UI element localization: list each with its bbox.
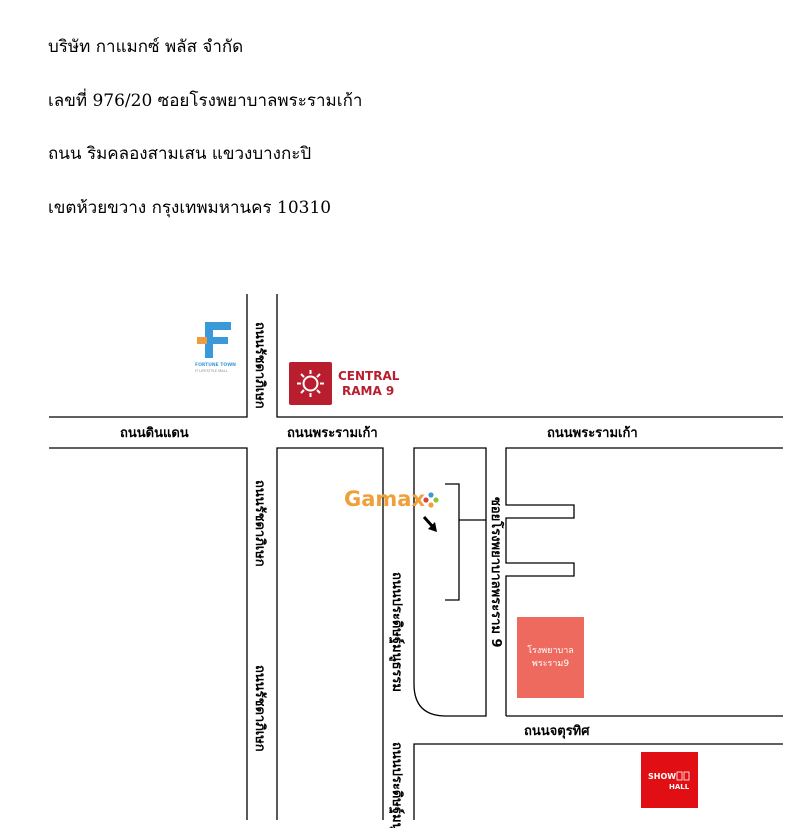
show-dc-hall-block: SHOW HALL <box>641 752 698 808</box>
gamax-dot-icon <box>433 497 439 503</box>
show-dc-mark-icon <box>683 771 690 781</box>
hospital-label-1: โรงพยาบาล <box>527 645 574 656</box>
fortune-town-name: FORTUNE TOWN <box>195 362 236 368</box>
road-label-din-daeng: ถนนดินแดน <box>120 426 189 441</box>
central-logo-icon <box>302 375 319 392</box>
road-edge <box>276 447 384 820</box>
gamax-dot-icon <box>423 497 429 503</box>
address-road-district: ถนน ริมคลองสามเสน แขวงบางกะปิ <box>48 144 312 164</box>
gamax-dot-icon <box>428 502 434 508</box>
road-edge <box>49 447 248 820</box>
rama9-hospital-block: โรงพยาบาล พระราม9 <box>517 617 584 698</box>
hospital-area <box>517 617 584 698</box>
road-edge <box>413 447 487 717</box>
central-branch: RAMA 9 <box>342 384 394 398</box>
road-label-pradit-manutham-2: ถนนประดิษฐ์มนูธรรม <box>388 742 405 828</box>
road-label-pradit-manutham: ถนนประดิษฐ์มนูธรรม <box>388 572 405 692</box>
central-name: CENTRAL <box>338 369 400 383</box>
gamax-dot-icon <box>428 492 434 498</box>
address-province-postcode: เขตห้วยขวาง กรุงเทพมหานคร 10310 <box>48 198 332 218</box>
fortune-logo-stem <box>205 322 213 358</box>
show-dc-mark-icon <box>676 771 683 781</box>
fortune-town-tagline: IT LIFESTYLE MALL <box>195 369 228 373</box>
fortune-town-logo: FORTUNE TOWN IT LIFESTYLE MALL <box>195 322 236 373</box>
road-edge <box>49 294 248 418</box>
central-logo-badge <box>289 362 332 405</box>
gamax-name: Gamax <box>344 487 425 511</box>
show-hall-label-1: SHOW <box>648 772 676 781</box>
road-label-rama9-right: ถนนพระรามเก้า <box>547 425 638 441</box>
road-label-rama9-left: ถนนพระรามเก้า <box>287 425 378 441</box>
road-edge <box>276 294 783 418</box>
address-company: บริษัท กาแมกซ์ พลัส จำกัด <box>48 37 244 57</box>
fortune-logo-accent <box>197 337 207 344</box>
road-label-chaturathit: ถนนจตุรทิศ <box>524 724 590 739</box>
road-label-soi-rama9-hospital: ซอยโรงพยาบาลพระราม 9 <box>488 497 505 648</box>
building-outline <box>445 483 460 601</box>
location-arrow-icon <box>422 515 437 532</box>
hospital-label-2: พระราม9 <box>532 659 569 669</box>
road-label-ratchada-south-2: ถนนรัชดาภิเษก <box>252 665 267 752</box>
road-label-ratchada-north: ถนนรัชดาภิเษก <box>252 322 267 409</box>
show-hall-label-2: HALL <box>669 783 690 791</box>
central-logo-rays <box>297 370 324 397</box>
gamax-logo: Gamax <box>344 487 439 511</box>
road-label-ratchada-south: ถนนรัชดาภิเษก <box>252 480 267 567</box>
road-lines <box>49 294 783 820</box>
road-edge <box>413 743 783 820</box>
address-number-soi: เลขที่ 976/20 ซอยโรงพยาบาลพระรามเก้า <box>48 91 363 111</box>
fortune-logo-mid <box>213 337 228 344</box>
road-edge <box>505 447 783 716</box>
central-rama9-logo: CENTRAL RAMA 9 <box>289 362 400 405</box>
fortune-logo-bar <box>205 322 231 330</box>
